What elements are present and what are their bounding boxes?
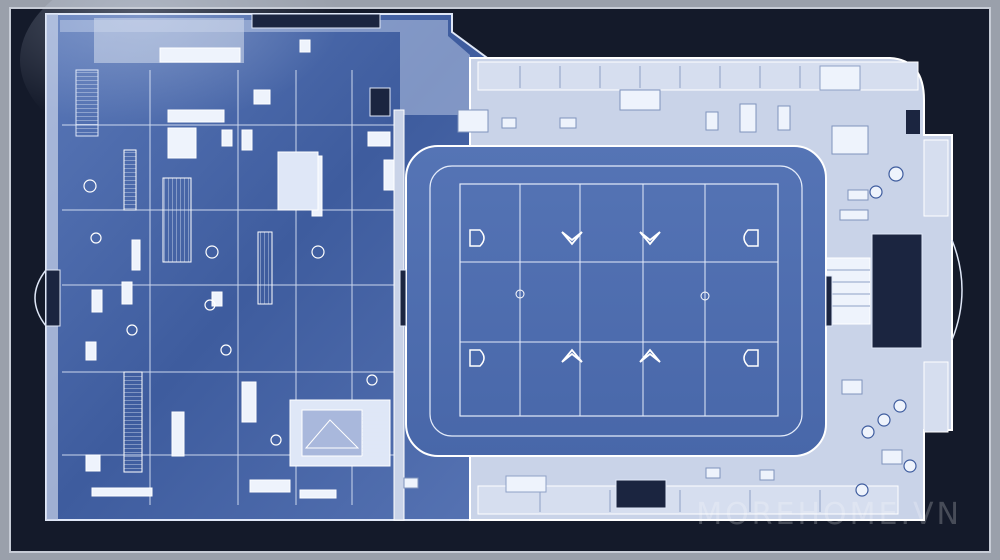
right-dark-panel xyxy=(871,233,923,349)
field-lines xyxy=(460,184,778,416)
small-fixtures xyxy=(83,179,378,446)
watermark-text: MOREHOME.VN xyxy=(696,497,962,532)
center-dots xyxy=(515,289,710,301)
top-header-panel xyxy=(251,13,381,29)
right-round-tables xyxy=(855,166,917,497)
playing-field xyxy=(459,183,779,417)
left-building xyxy=(20,0,491,521)
dome-arc-left xyxy=(34,269,47,327)
equipment-blocks xyxy=(85,39,395,499)
court-outer xyxy=(405,145,827,457)
goal-creases xyxy=(469,229,759,367)
lower-stage xyxy=(289,399,391,467)
right-furniture xyxy=(403,89,903,489)
left-wall-strip xyxy=(46,14,58,520)
court-inner xyxy=(429,165,803,437)
structural-grid xyxy=(62,70,395,505)
dome-arc-right xyxy=(951,239,963,341)
central-court xyxy=(399,145,833,457)
faceoff-markers xyxy=(561,231,661,363)
left-dark-column xyxy=(75,69,99,137)
